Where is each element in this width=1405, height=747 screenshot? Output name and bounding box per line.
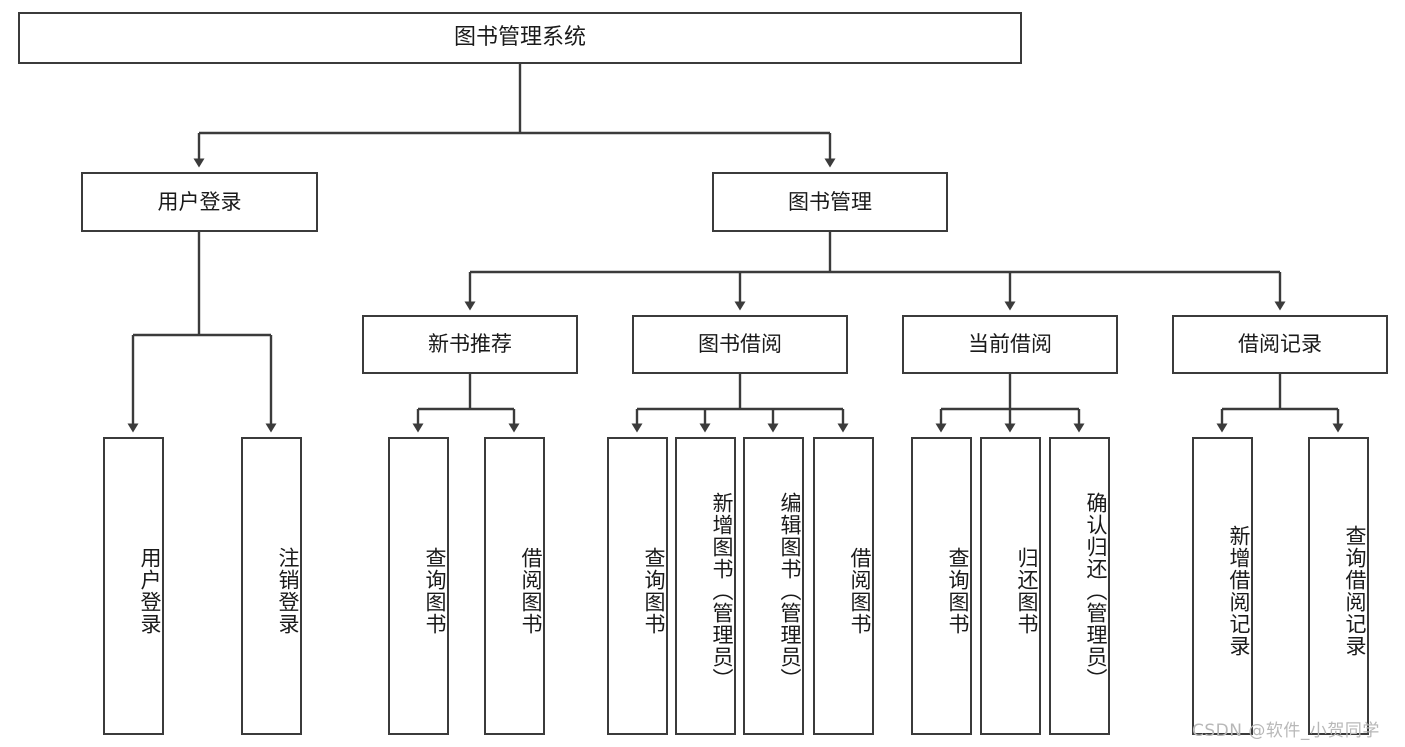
leaf-query-borrow-record[interactable]: 查询借阅记录 (1308, 437, 1369, 735)
node-borrow-record[interactable]: 借阅记录 (1172, 315, 1388, 374)
leaf-edit-book-admin[interactable]: 编辑图书（管理员） (743, 437, 804, 735)
leaf-add-borrow-record[interactable]: 新增借阅记录 (1192, 437, 1253, 735)
node-book-management[interactable]: 图书管理 (712, 172, 948, 232)
leaf-query-book-borrow[interactable]: 查询图书 (607, 437, 668, 735)
node-book-borrow[interactable]: 图书借阅 (632, 315, 848, 374)
leaf-confirm-return-admin[interactable]: 确认归还（管理员） (1049, 437, 1110, 735)
leaf-query-book-current[interactable]: 查询图书 (911, 437, 972, 735)
leaf-borrow-book-recommend[interactable]: 借阅图书 (484, 437, 545, 735)
leaf-add-book-admin[interactable]: 新增图书（管理员） (675, 437, 736, 735)
leaf-user-login[interactable]: 用户登录 (103, 437, 164, 735)
node-current-borrow[interactable]: 当前借阅 (902, 315, 1118, 374)
node-new-book-recommend[interactable]: 新书推荐 (362, 315, 578, 374)
leaf-query-book-recommend[interactable]: 查询图书 (388, 437, 449, 735)
csdn-watermark: CSDN @软件_小贺同学 (1192, 721, 1380, 741)
node-user-login[interactable]: 用户登录 (81, 172, 318, 232)
leaf-borrow-book[interactable]: 借阅图书 (813, 437, 874, 735)
leaf-return-book[interactable]: 归还图书 (980, 437, 1041, 735)
leaf-logout[interactable]: 注销登录 (241, 437, 302, 735)
node-root-book-management-system[interactable]: 图书管理系统 (18, 12, 1022, 64)
